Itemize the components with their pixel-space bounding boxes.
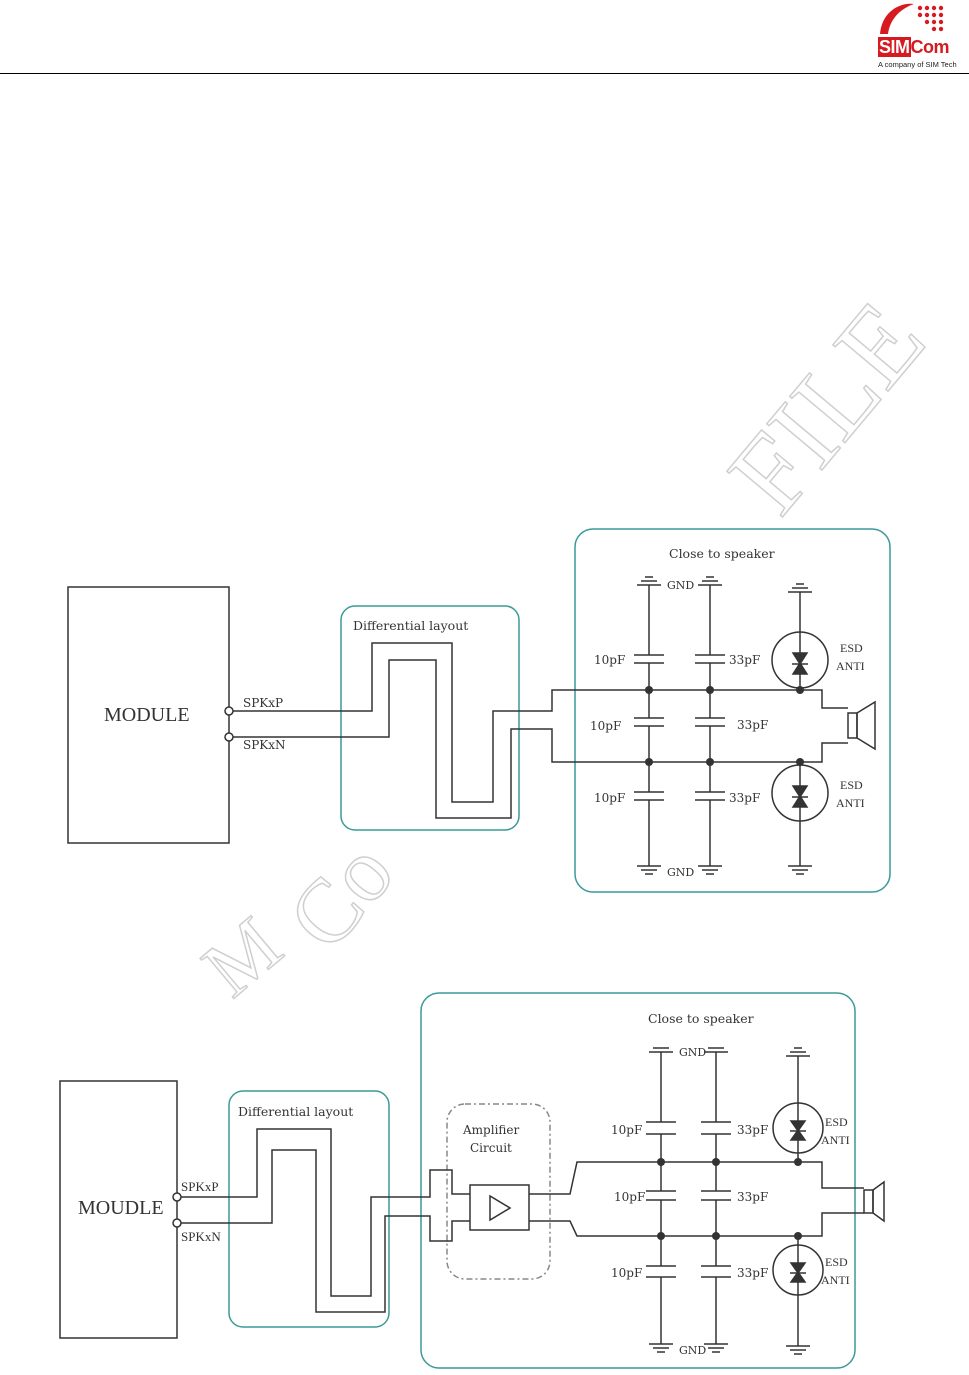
speaker-icon-2 <box>864 1190 873 1213</box>
speaker-box-2 <box>421 993 855 1368</box>
c33-top-2: 33pF <box>737 1123 768 1137</box>
esd-bot-line2-2: ANTI <box>821 1273 850 1287</box>
pin-p-label: SPKxP <box>243 696 283 710</box>
diagram-2-labels: MOUDLE SPKxP SPKxN Differential layout A… <box>78 1011 850 1357</box>
pin-n-label: SPKxN <box>243 738 286 752</box>
out-n <box>529 1213 864 1236</box>
watermark: FILE Co M <box>187 279 948 1014</box>
module-label-2: MOUDLE <box>78 1197 164 1219</box>
gnd-top-label: GND <box>667 579 694 592</box>
amplifier-label-2: Circuit <box>470 1141 512 1155</box>
esd-top-line1: ESD <box>840 641 863 655</box>
c10-top-2: 10pF <box>611 1123 642 1137</box>
pin-spkxn <box>225 733 233 741</box>
pin-spkxp <box>225 707 233 715</box>
pin-spkxn-2 <box>173 1219 181 1227</box>
watermark-file: FILE <box>705 279 948 535</box>
esd-top-line2: ANTI <box>836 659 865 673</box>
diagram-1 <box>68 529 890 892</box>
trace-p-2 <box>181 1129 470 1296</box>
c10-mid: 10pF <box>590 719 621 733</box>
out-p <box>529 1162 864 1194</box>
watermark-co: Co <box>269 824 412 968</box>
module-label: MODULE <box>104 704 190 726</box>
c10-mid-2: 10pF <box>614 1190 645 1204</box>
c33-mid-2: 33pF <box>737 1190 768 1204</box>
pin-p-label-2: SPKxP <box>181 1179 219 1194</box>
c33-mid: 33pF <box>737 718 768 732</box>
diff-layout-label: Differential layout <box>353 618 468 633</box>
amplifier-block <box>470 1185 529 1230</box>
speaker-box-label: Close to speaker <box>669 546 775 561</box>
esd-bot-line2: ANTI <box>836 796 865 810</box>
c10-bot: 10pF <box>594 791 625 805</box>
c10-bot-2: 10pF <box>611 1266 642 1280</box>
pin-spkxp-2 <box>173 1193 181 1201</box>
diagram-1-labels: MODULE SPKxP SPKxN Differential layout C… <box>104 546 865 879</box>
esd-top-line1-2: ESD <box>825 1115 848 1129</box>
speaker-box <box>575 529 890 892</box>
speaker-box-label-2: Close to speaker <box>648 1011 754 1026</box>
speaker-cone <box>857 702 875 749</box>
watermark-m: M <box>187 901 298 1014</box>
trace-n-2 <box>181 1150 470 1312</box>
c33-bot-2: 33pF <box>737 1266 768 1280</box>
c10-top: 10pF <box>594 653 625 667</box>
gnd-bottom-label: GND <box>667 866 694 879</box>
speaker-icon <box>848 713 857 738</box>
esd-bot-line1-2: ESD <box>825 1255 848 1269</box>
gnd-bottom-label-2: GND <box>679 1344 706 1357</box>
esd-top-line2-2: ANTI <box>821 1133 850 1147</box>
c33-top: 33pF <box>729 653 760 667</box>
diff-layout-label-2: Differential layout <box>238 1104 353 1119</box>
esd-bot-line1: ESD <box>840 778 863 792</box>
amplifier-icon <box>490 1196 510 1220</box>
c33-bot: 33pF <box>729 791 760 805</box>
diff-layout-box-2 <box>229 1091 389 1327</box>
pin-n-label-2: SPKxN <box>181 1229 221 1244</box>
gnd-top-label-2: GND <box>679 1046 706 1059</box>
amplifier-label-1: Amplifier <box>462 1123 520 1137</box>
